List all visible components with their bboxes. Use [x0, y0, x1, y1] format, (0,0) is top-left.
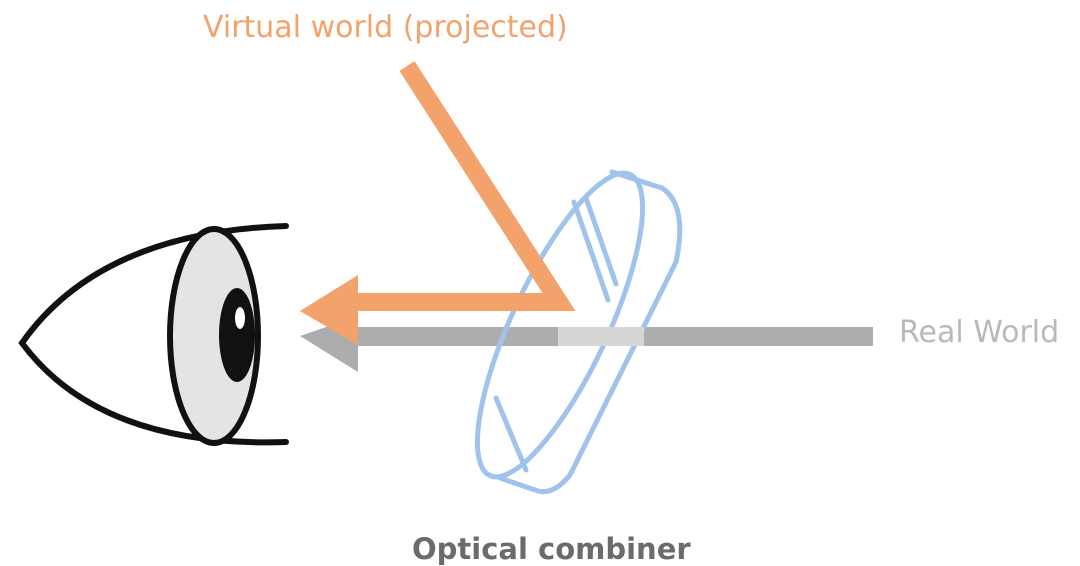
- eye-iris: [167, 226, 261, 446]
- eye-pupil: [219, 288, 255, 382]
- virtual-world-label: Virtual world (projected): [203, 10, 568, 45]
- virtual-world-arrow-path: [355, 61, 576, 311]
- combiner-back-rim: [497, 169, 683, 495]
- real-world-arrow-through-lens: [558, 327, 644, 346]
- virtual-world-arrow-head: [300, 275, 358, 345]
- optical-combiner: [474, 169, 683, 495]
- combiner-rim-line-lower: [493, 395, 529, 473]
- lens-disc-icon: [474, 170, 646, 480]
- eye-highlight: [235, 307, 245, 329]
- eye-outline: [18, 223, 289, 446]
- eye-icon: [18, 223, 289, 446]
- combiner-rim-line-upper-2: [583, 195, 619, 287]
- virtual-world-arrow: [300, 61, 576, 345]
- combiner-rim-line-upper: [571, 199, 611, 303]
- optical-combiner-label: Optical combiner: [412, 532, 691, 566]
- real-world-label: Real World: [899, 315, 1060, 350]
